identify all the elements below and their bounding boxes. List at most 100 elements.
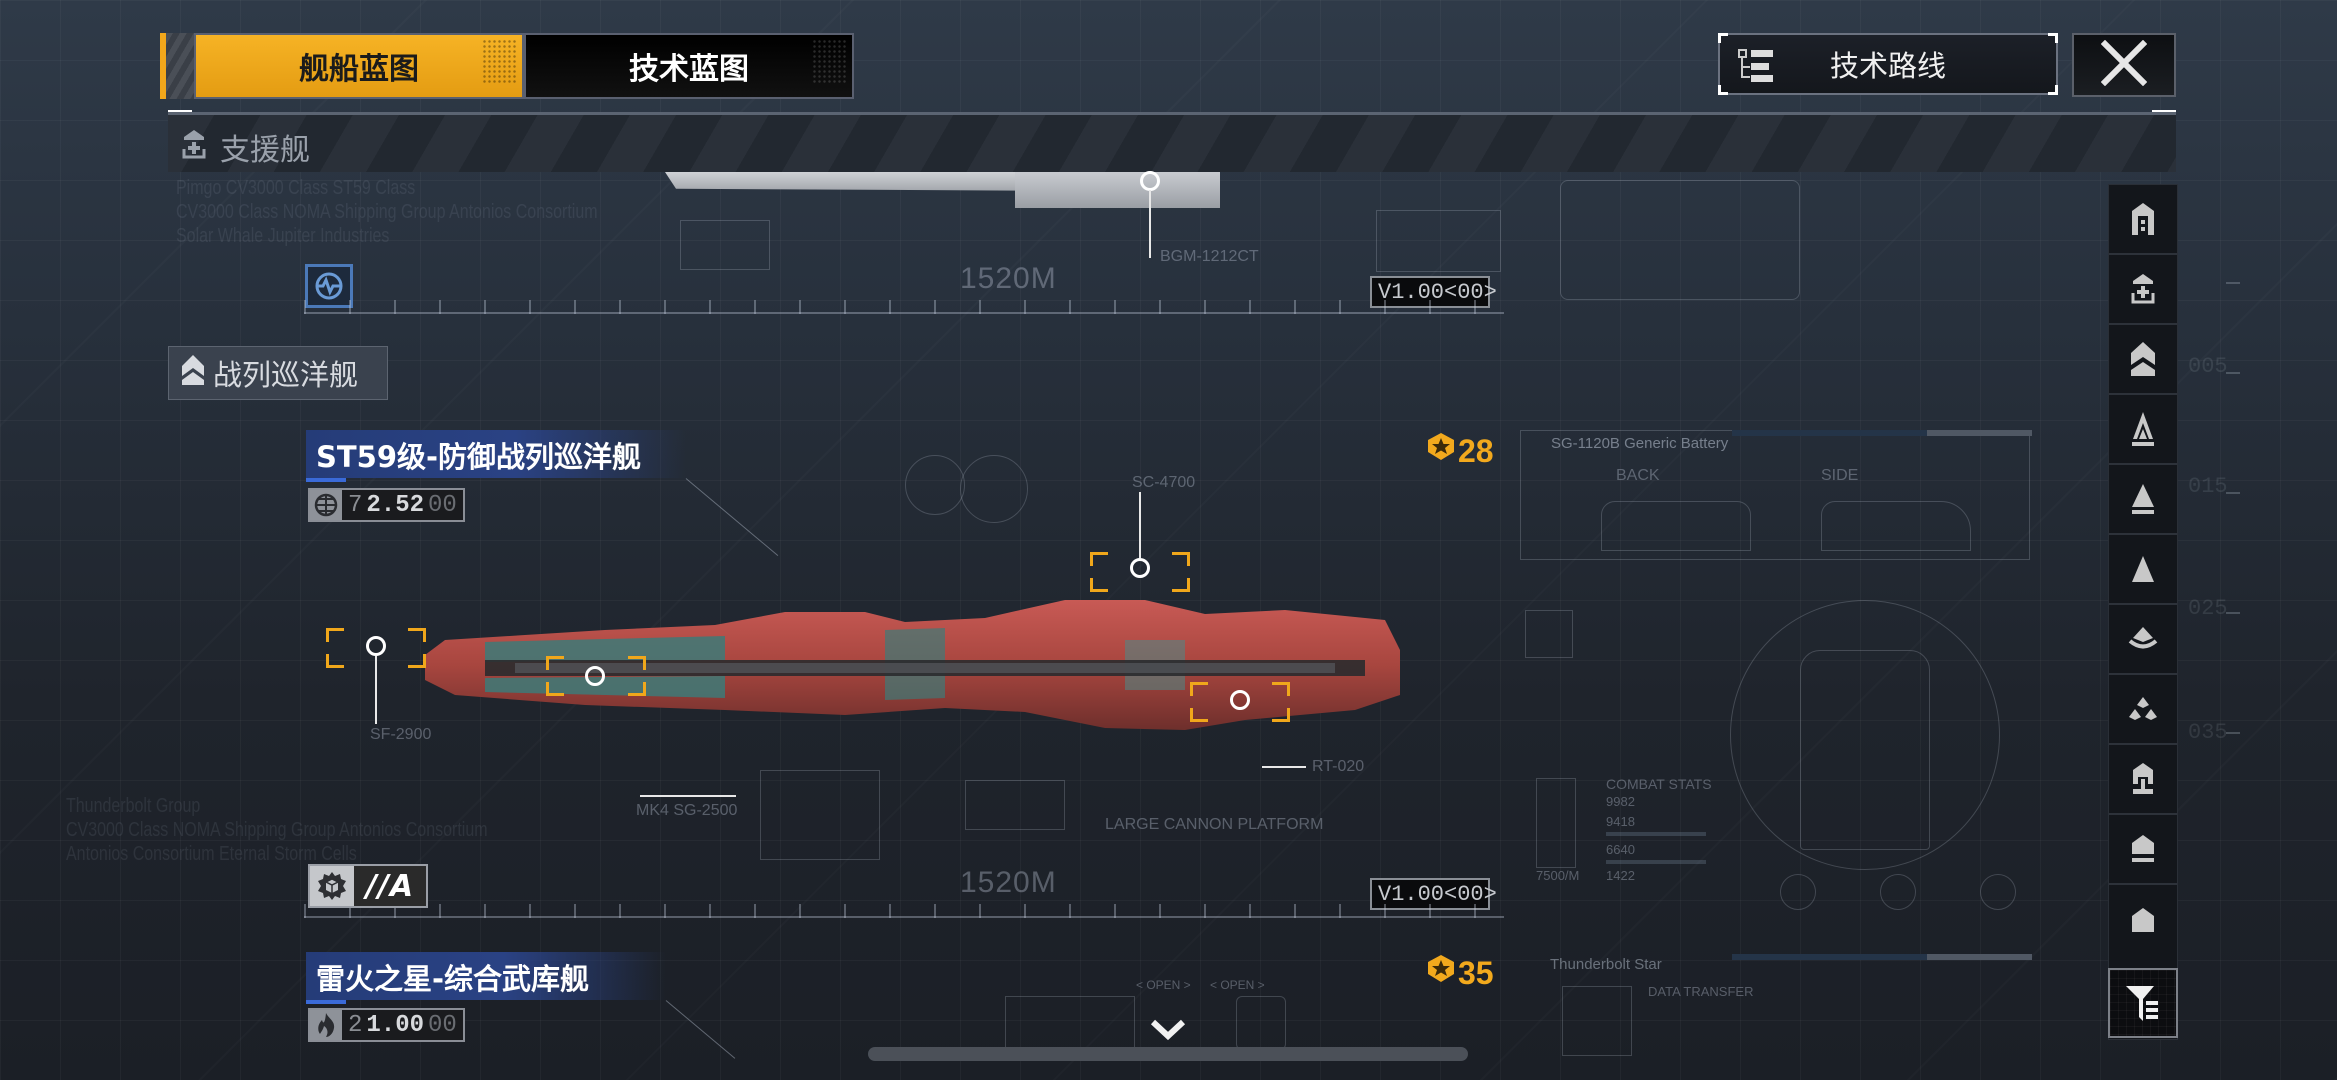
fighter-squadron-icon: [2129, 697, 2157, 720]
callout-node[interactable]: [1140, 171, 1160, 191]
star-points-thunderbolt-star: 35: [1426, 954, 1494, 992]
sidebar-item-battlecruiser[interactable]: [2109, 325, 2177, 395]
battery-blueprint: SG-1120B Generic Battery BACK SIDE: [1520, 430, 2030, 560]
shuttle-icon: [2132, 908, 2154, 932]
filter-button[interactable]: [2108, 968, 2178, 1038]
energy-shield-icon[interactable]: [305, 264, 353, 308]
tab-label: 技术蓝图: [629, 52, 749, 87]
ship-type-sidebar: [2108, 184, 2178, 1040]
support-ship-icon: [182, 129, 206, 163]
stat-value: 6640: [1606, 842, 1635, 857]
callout-node-sc4700[interactable]: [1130, 558, 1150, 578]
blueprint-drawing: [1562, 986, 1632, 1056]
callout-caption: MK4 SG-2500: [636, 802, 738, 819]
callout-frame: [1090, 552, 1190, 592]
sidebar-item-shuttle[interactable]: [2109, 885, 2177, 955]
back-label: BACK: [1616, 467, 1660, 484]
sidebar-item-carrier[interactable]: [2109, 185, 2177, 255]
sidebar-item-frigate[interactable]: [2109, 535, 2177, 605]
sidebar-item-fighter-squadron[interactable]: [2109, 675, 2177, 745]
blueprint-circle: [1730, 600, 2000, 870]
previous-ship-model-rear: [1015, 172, 1220, 208]
auxiliary-icon: [2132, 835, 2154, 862]
close-icon: [2100, 39, 2148, 90]
ship-grade-text: //A: [354, 866, 426, 906]
blueprint-drawing: [960, 455, 1028, 523]
blueprint-drawing: [1525, 610, 1573, 658]
callout-node-rt020[interactable]: [1230, 690, 1250, 710]
version-label: V1.00<00>: [1370, 276, 1497, 308]
callout-caption: SC-4700: [1132, 474, 1196, 491]
gear-cube-icon: [310, 866, 354, 906]
scale-number: 035: [2188, 720, 2228, 745]
sidebar-item-auxiliary[interactable]: [2109, 815, 2177, 885]
blueprint-title: Thunderbolt Star: [1550, 956, 1662, 973]
blueprint-drawing: [1780, 874, 1816, 910]
close-button[interactable]: [2072, 33, 2176, 97]
callout-node-sf2900[interactable]: [366, 636, 386, 656]
tech-route-label: 技术路线: [1829, 49, 1946, 83]
blueprint-drawing: [1880, 874, 1916, 910]
tree-list-icon: [1738, 49, 1774, 87]
blueprint-drawing: [905, 455, 965, 515]
blueprint-drawing: [1560, 180, 1800, 300]
battlecruiser-icon: [2131, 342, 2155, 376]
cost-value: 2.52: [366, 491, 425, 519]
scroll-down-chevron-icon[interactable]: [1150, 1018, 1186, 1046]
ship-name-text: ST59级-防御战列巡洋舰: [316, 440, 642, 474]
section-header-label: 支援舰: [220, 133, 310, 168]
mass-value: 7500/M: [1536, 868, 1580, 883]
ship-name-thunderbolt-star[interactable]: 雷火之星-综合武库舰: [306, 952, 666, 1004]
horizontal-scrollbar[interactable]: [868, 1047, 1468, 1061]
corvette-icon: [2128, 627, 2158, 649]
star-points-st59: 28: [1426, 432, 1494, 470]
battery-label: SG-1120B Generic Battery: [1551, 435, 1729, 452]
flame-icon: [310, 1010, 342, 1040]
cost-suffix: 00: [428, 491, 457, 519]
filter-icon: [2126, 986, 2158, 1021]
ship-length: 1520M: [960, 262, 1057, 295]
globe-icon: [310, 490, 342, 520]
blueprint-info-box: [1376, 210, 1501, 272]
tab-tech-blueprint[interactable]: 技术蓝图: [524, 33, 854, 99]
blueprint-tab-bar: 舰船蓝图 技术蓝图: [160, 33, 860, 99]
sidebar-item-corvette[interactable]: [2109, 605, 2177, 675]
tab-stripes: [166, 33, 194, 99]
scale-number: 005: [2188, 354, 2228, 379]
star-points-value: 28: [1458, 432, 1494, 469]
cost-level: 7: [348, 491, 363, 519]
callout-leader: [640, 795, 736, 797]
length-ruler: [304, 300, 1504, 314]
blueprint-front-view: [1800, 650, 1930, 850]
cost-level: 2: [348, 1011, 363, 1039]
star-points-value: 35: [1458, 954, 1494, 991]
ship-grade-badge: //A: [308, 864, 428, 908]
sidebar-item-destroyer[interactable]: [2109, 465, 2177, 535]
tab-ship-blueprint[interactable]: 舰船蓝图: [194, 33, 524, 99]
station-icon: [2133, 763, 2153, 794]
blueprint-drawing: [680, 220, 770, 270]
stat-value: 9982: [1606, 794, 1635, 809]
cost-value: 1.00: [366, 1011, 425, 1039]
length-ruler: [304, 904, 1504, 918]
platform-label: LARGE CANNON PLATFORM: [1105, 816, 1324, 833]
ship-name-st59[interactable]: ST59级-防御战列巡洋舰: [306, 430, 686, 482]
blueprint-drawing: [1005, 996, 1135, 1050]
version-label: V1.00<00>: [1370, 878, 1497, 910]
sidebar-item-support[interactable]: [2109, 255, 2177, 325]
blueprint-drawing: [1536, 778, 1576, 868]
scale-number: 015: [2188, 474, 2228, 499]
frigate-icon: [2132, 556, 2154, 582]
rank-star-icon: [1426, 954, 1456, 992]
blueprint-turret-drawing: [760, 770, 880, 860]
rank-star-icon: [1426, 432, 1456, 470]
sidebar-item-station[interactable]: [2109, 745, 2177, 815]
callout-node-mk4[interactable]: [585, 666, 605, 686]
data-transfer-label: DATA TRANSFER: [1648, 984, 1754, 999]
callout-leader: [1149, 190, 1151, 258]
tech-route-button[interactable]: 技术路线: [1718, 33, 2058, 95]
sidebar-item-cruiser[interactable]: [2109, 395, 2177, 465]
ship-model-st59[interactable]: [425, 600, 1400, 730]
support-ship-icon: [2131, 274, 2155, 304]
